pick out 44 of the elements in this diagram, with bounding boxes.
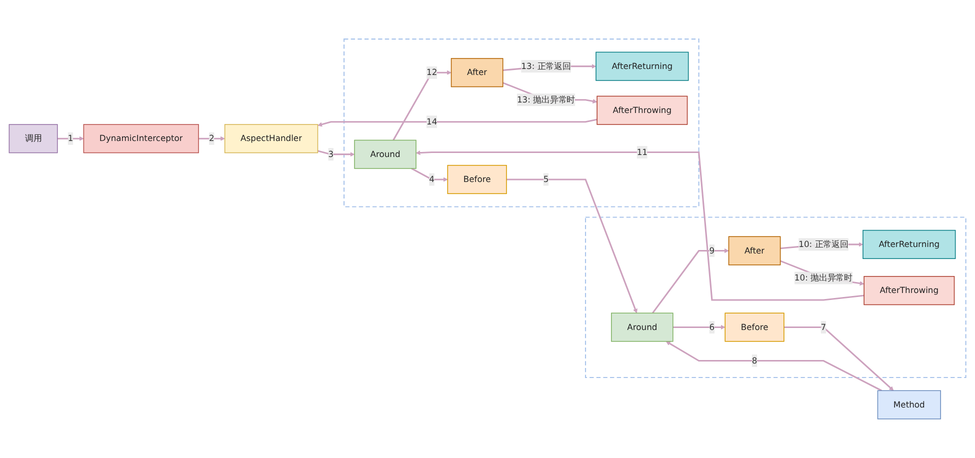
- edge-label: 11: [636, 147, 648, 157]
- edge-label: 3: [328, 149, 334, 160]
- edge-label: 2: [209, 133, 214, 144]
- arrow: [780, 260, 864, 286]
- edge-label: 6: [709, 322, 715, 332]
- edge-label: 9: [709, 246, 715, 256]
- node-box: After: [728, 236, 781, 266]
- edge-label: 5: [543, 174, 549, 184]
- node-box: 调用: [8, 124, 58, 154]
- edge-label: 14: [426, 116, 438, 127]
- node-box: Around: [611, 312, 674, 342]
- node-box: AfterReturning: [596, 52, 689, 81]
- edge-label: 10: 正常返回: [798, 239, 848, 250]
- node-box: AspectHandler: [224, 124, 318, 154]
- arrow: [392, 70, 452, 141]
- arrow: [198, 136, 226, 141]
- node-box: AfterReturning: [862, 230, 956, 259]
- arrow: [666, 341, 882, 392]
- node-box: Method: [877, 390, 941, 420]
- node-box: Before: [724, 312, 784, 342]
- arrow: [506, 178, 638, 314]
- cluster: [585, 216, 966, 378]
- node-box: AfterThrowing: [596, 96, 688, 125]
- arrow: [652, 248, 729, 314]
- node-box: Around: [354, 140, 416, 169]
- arrow: [672, 324, 726, 330]
- edge-label: 12: [426, 67, 438, 78]
- edge-label: 1: [68, 133, 74, 144]
- node-box: Before: [447, 164, 507, 194]
- edge-label: 7: [820, 322, 826, 332]
- edge-label: 13: 抛出异常时: [516, 94, 576, 105]
- arrow: [57, 136, 84, 141]
- node-box: DynamicInterceptor: [83, 124, 199, 154]
- edge-label: 8: [752, 356, 758, 366]
- arrow: [411, 168, 448, 182]
- arrow: [318, 150, 355, 157]
- edge-label: 13: 正常返回: [521, 61, 571, 72]
- node-box: AfterThrowing: [864, 276, 955, 306]
- edge-label: 4: [429, 174, 435, 184]
- cluster: [344, 38, 700, 208]
- arrow: [318, 118, 598, 127]
- arrow: [784, 326, 894, 391]
- edge-label: 10: 抛出异常时: [794, 272, 853, 283]
- node-box: After: [450, 58, 504, 88]
